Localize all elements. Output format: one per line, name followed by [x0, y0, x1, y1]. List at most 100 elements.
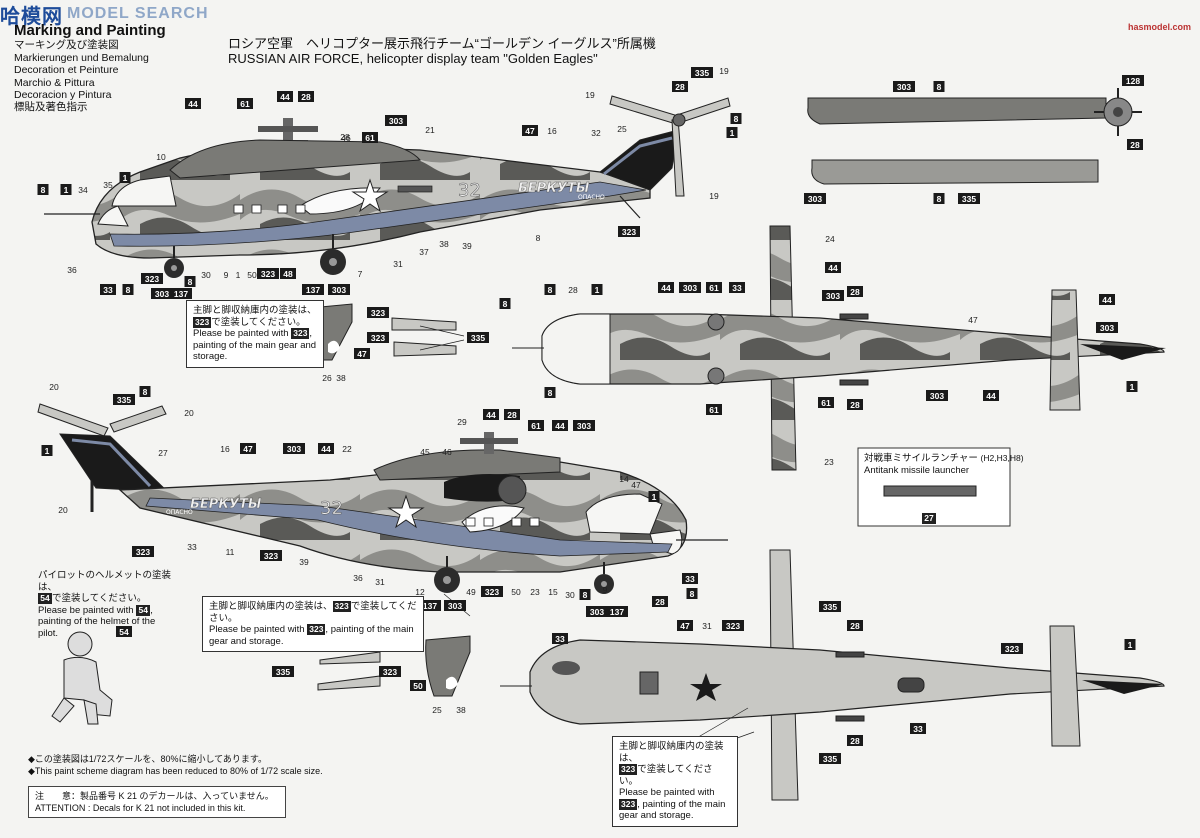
scale-note: ◆この塗装図は1/72スケールを、80%に縮小してあります。 ◆This pai…: [28, 754, 323, 777]
part-label: 1: [1124, 639, 1136, 650]
part-label-text: 39: [299, 557, 309, 567]
part-label: 19: [585, 90, 595, 100]
part-label: 33: [910, 723, 926, 734]
part-label-text: 31: [702, 621, 712, 631]
part-label: 10: [156, 152, 166, 162]
part-label: 323: [618, 226, 640, 237]
part-label-text: 1: [730, 128, 735, 138]
part-label: 61: [706, 404, 722, 415]
part-label-text: 31: [393, 259, 403, 269]
part-label: 33: [729, 282, 745, 293]
part-label: 21: [425, 125, 435, 135]
part-label: 15: [548, 587, 558, 597]
part-label-text: 44: [828, 263, 838, 273]
part-label: 36: [67, 265, 77, 275]
part-label-text: 28: [850, 736, 860, 746]
paint-code-box: [116, 626, 132, 637]
part-label: 25: [617, 124, 627, 134]
paint-code-box: [528, 420, 544, 431]
part-label-text: 303: [590, 607, 604, 617]
gear-parts-bottom: [317, 635, 471, 697]
part-label-text: 20: [58, 505, 68, 515]
part-label-text: 323: [145, 274, 159, 284]
part-label: 29: [457, 417, 467, 427]
paint-code-box: [100, 284, 116, 295]
paint-code-box: [237, 98, 253, 109]
paint-code-box: [847, 735, 863, 746]
part-label-text: 303: [808, 194, 822, 204]
rotor-blades: [807, 88, 1142, 185]
part-label: 46: [442, 447, 452, 457]
part-label: 16: [547, 126, 557, 136]
paint-code: 54: [38, 593, 52, 604]
watermark-url: hasmodel.com: [1128, 22, 1192, 32]
part-label: 303: [586, 606, 608, 617]
paint-code-box: [419, 600, 441, 611]
paint-code-box: [686, 588, 698, 599]
part-label-text: 19: [585, 90, 595, 100]
paint-code-box: [729, 282, 745, 293]
gear-bot-en-post: , painting of the main gear and storage.: [619, 798, 726, 822]
part-label-text: 28: [1130, 140, 1140, 150]
part-label-text: 49: [466, 587, 476, 597]
paint-code-box: [804, 193, 826, 204]
paint-code-box: [37, 184, 49, 195]
paint-code-box: [586, 606, 608, 617]
part-label: 26: [322, 373, 332, 383]
part-label-text: 28: [507, 410, 517, 420]
part-label: 1: [236, 270, 241, 280]
paint-code-box: [170, 288, 192, 299]
part-label: 33: [187, 542, 197, 552]
attention-en-label: ATTENTION :: [35, 803, 91, 813]
part-label-text: 28: [675, 82, 685, 92]
part-label: 28: [847, 735, 863, 746]
part-label: 47: [677, 620, 693, 631]
paint-code-box: [1099, 294, 1115, 305]
paint-code-box: [481, 586, 503, 597]
language-line: マーキング及び塗装図: [14, 39, 119, 52]
gear-mid-en-post: , painting of the main gear and storage.: [209, 624, 414, 647]
gear-top-jp-post: で塗装してください。: [211, 316, 306, 328]
part-label: 38: [439, 239, 449, 249]
part-label-text: 61: [240, 99, 250, 109]
part-label-text: 8: [143, 387, 148, 397]
part-label-text: 26: [322, 373, 332, 383]
part-label: 54: [116, 626, 132, 637]
part-label-text: 335: [695, 68, 709, 78]
paint-code-box: [544, 284, 556, 295]
watermark: 哈模网 MODEL SEARCH: [0, 0, 209, 28]
part-label-text: 303: [448, 601, 462, 611]
part-label-text: 303: [577, 421, 591, 431]
part-label: 8: [37, 184, 49, 195]
part-label: 33: [100, 284, 116, 295]
paint-code-box: [367, 332, 389, 343]
paint-code-box: [113, 394, 135, 405]
paint-code-box: [658, 282, 674, 293]
part-label-text: 39: [462, 241, 472, 251]
part-label-text: 30: [201, 270, 211, 280]
part-label-text: 1: [45, 446, 50, 456]
paint-code-box: [648, 491, 660, 502]
paint-code-box: [933, 81, 945, 92]
part-label-text: 323: [622, 227, 636, 237]
gear-top-en-post: , painting of the main gear and storage.: [193, 328, 317, 362]
paint-code-box: [240, 443, 256, 454]
part-label: 37: [419, 247, 429, 257]
gear-top-en-pre: Please be painted with: [193, 328, 289, 339]
part-label: 47: [522, 125, 538, 136]
part-label: 137: [302, 284, 324, 295]
paint-code-box: [591, 284, 603, 295]
part-label: 20: [184, 408, 194, 418]
paint-code-box: [132, 546, 154, 557]
part-label: 323: [141, 273, 163, 284]
warning-top: ОПАСНО: [578, 194, 605, 201]
part-label: 28: [672, 81, 688, 92]
part-label: 303: [804, 193, 826, 204]
part-label: 8: [933, 193, 945, 204]
paint-code-box: [926, 390, 948, 401]
paint-code-box: [825, 262, 841, 273]
part-label-text: 46: [341, 133, 351, 143]
part-label-text: 33: [187, 542, 197, 552]
part-label-text: 323: [371, 333, 385, 343]
